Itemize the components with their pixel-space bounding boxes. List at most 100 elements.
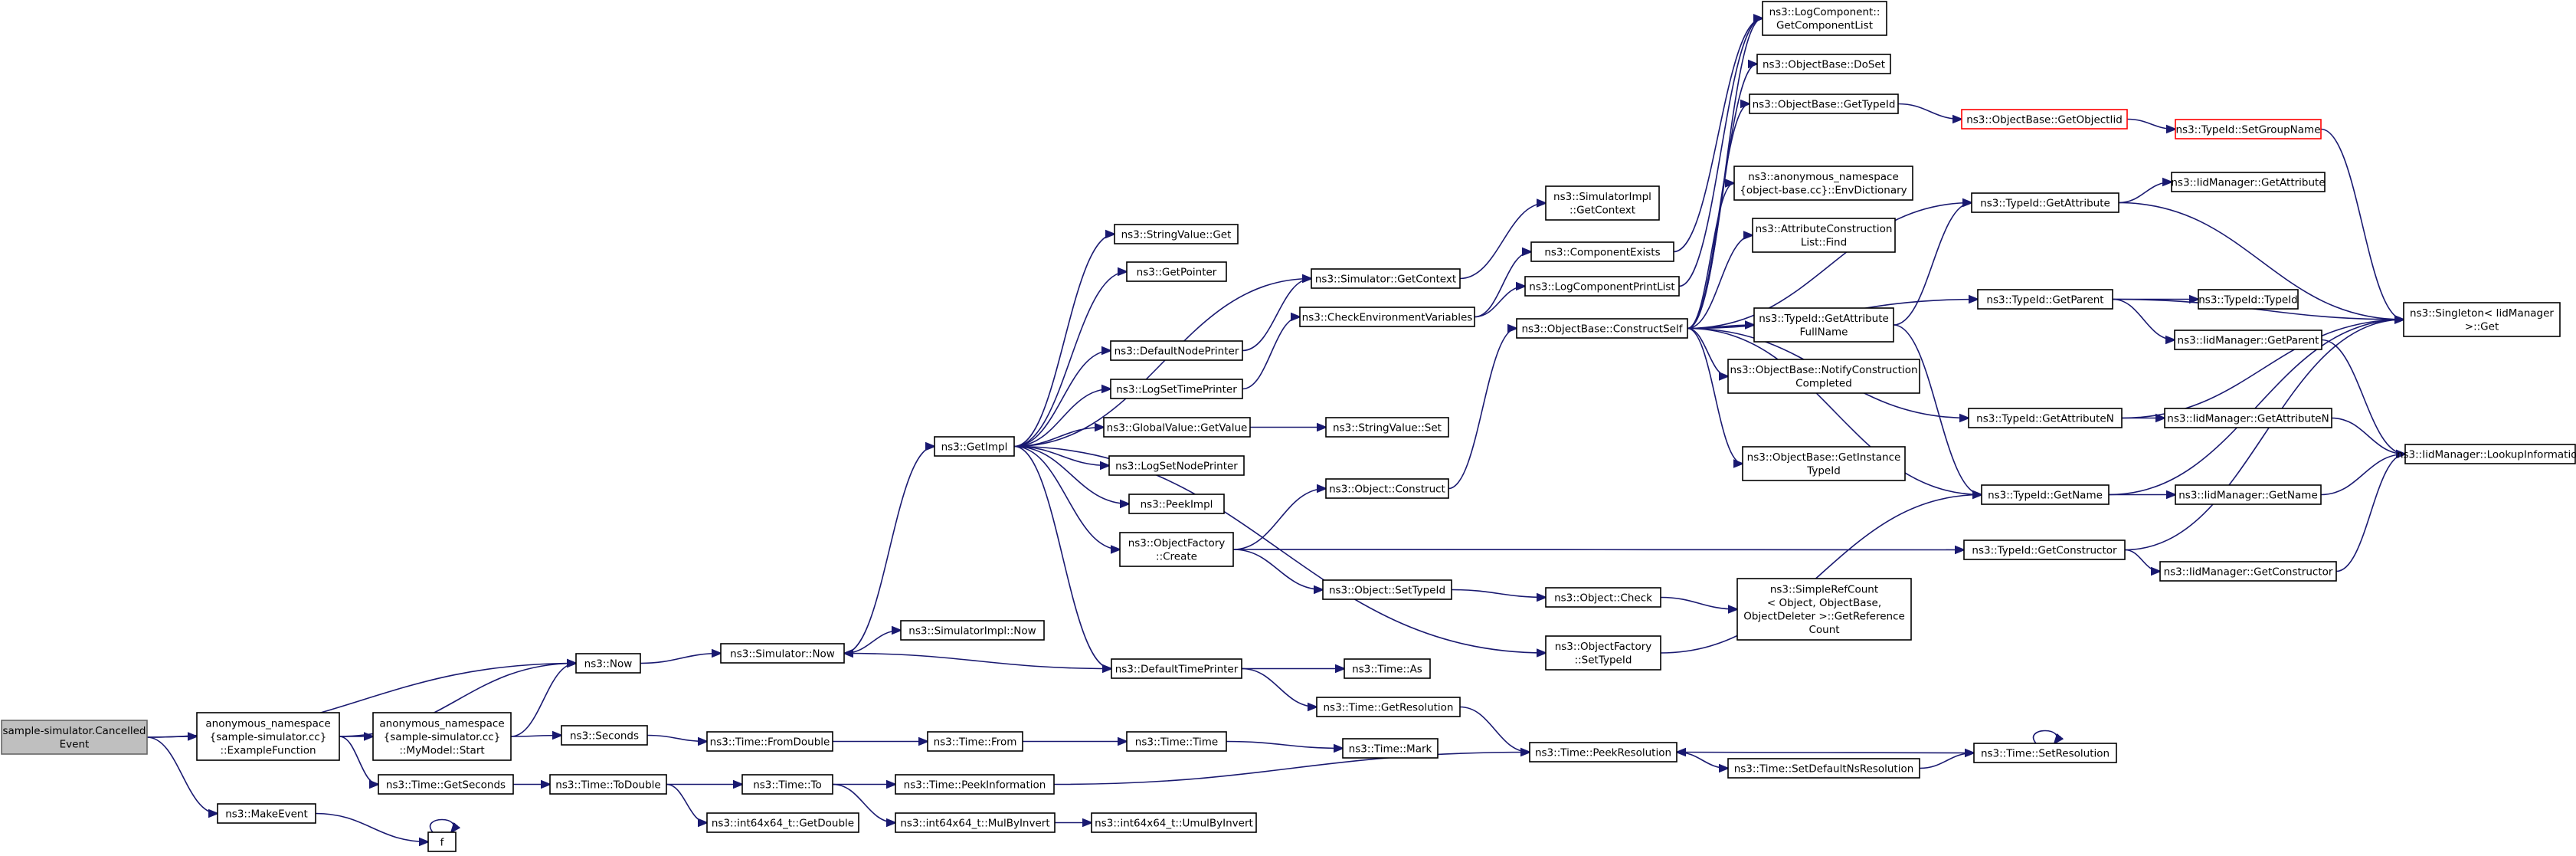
node-tidtypeid[interactable]: ns3::TypeId::TypeId xyxy=(2198,289,2299,310)
node-getpointer[interactable]: ns3::GetPointer xyxy=(1126,261,1227,282)
node-tgs[interactable]: ns3::Time::GetSeconds xyxy=(378,774,514,795)
node-box xyxy=(895,812,1056,833)
node-objconstruct[interactable]: ns3::Object::Construct xyxy=(1325,478,1449,499)
node-label: ns3::AttributeConstruction xyxy=(1756,223,1893,235)
node-label: ns3::TypeId::GetConstructor xyxy=(1972,544,2117,556)
node-ofsettypeid[interactable]: ns3::ObjectFactory::SetTypeId xyxy=(1545,635,1661,671)
edge-peekres-to-setdefaultns xyxy=(1676,751,1728,769)
node-from[interactable]: ns3::Time::From xyxy=(927,731,1023,752)
node-getimpl[interactable]: ns3::GetImpl xyxy=(934,436,1015,457)
node-getdouble[interactable]: ns3::int64x64_t::GetDouble xyxy=(706,812,859,833)
node-iidgetparent[interactable]: ns3::IidManager::GetParent xyxy=(2174,330,2322,350)
node-label: ns3::ObjectFactory xyxy=(1555,641,1652,653)
node-fromdouble[interactable]: ns3::Time::FromDouble xyxy=(706,731,833,752)
node-box xyxy=(1530,241,1674,262)
node-tidgetattr[interactable]: ns3::TypeId::GetAttribute xyxy=(1971,192,2119,213)
node-ex[interactable]: anonymous_namespace{sample-simulator.cc}… xyxy=(196,712,340,761)
node-logcompgetlist[interactable]: ns3::LogComponent::GetComponentList xyxy=(1762,1,1887,36)
node-timegetres[interactable]: ns3::Time::GetResolution xyxy=(1316,697,1461,717)
node-getobjectiid[interactable]: ns3::ObjectBase::GetObjectIid xyxy=(1961,109,2128,130)
node-defnodeprinter[interactable]: ns3::DefaultNodePrinter xyxy=(1110,340,1243,361)
node-mark[interactable]: ns3::Time::Mark xyxy=(1342,738,1439,759)
node-tidgetparent[interactable]: ns3::TypeId::GetParent xyxy=(1977,289,2113,310)
edge-constructself-to-tidgetname xyxy=(1687,327,1982,495)
node-timetime[interactable]: ns3::Time::Time xyxy=(1126,731,1227,752)
node-mulbyinv[interactable]: ns3::int64x64_t::MulByInvert xyxy=(895,812,1056,833)
node-simimplgetctx[interactable]: ns3::SimulatorImpl::GetContext xyxy=(1545,185,1660,221)
node-f[interactable]: f xyxy=(427,831,457,852)
node-constructself[interactable]: ns3::ObjectBase::ConstructSelf xyxy=(1516,318,1688,339)
node-now[interactable]: ns3::Now xyxy=(575,653,641,674)
node-box xyxy=(427,831,457,852)
edge-ex-to-tgs xyxy=(339,736,378,785)
node-label: ns3::SimulatorImpl::Now xyxy=(908,625,1036,637)
node-mm[interactable]: anonymous_namespace{sample-simulator.cc}… xyxy=(372,712,512,761)
edge-getimpl-to-deftimeprinter xyxy=(1013,445,1111,669)
node-stringget[interactable]: ns3::StringValue::Get xyxy=(1114,224,1239,244)
node-box xyxy=(741,774,833,795)
node-timeas[interactable]: ns3::Time::As xyxy=(1344,658,1431,679)
node-notifyconstr[interactable]: ns3::ObjectBase::NotifyConstructionCompl… xyxy=(1727,359,1920,394)
node-iidgetattr[interactable]: ns3::IidManager::GetAttribute xyxy=(2171,172,2326,192)
node-setdefaultns[interactable]: ns3::Time::SetDefaultNsResolution xyxy=(1727,758,1920,779)
node-box xyxy=(1971,192,2119,213)
node-deftimeprinter[interactable]: ns3::DefaultTimePrinter xyxy=(1111,658,1242,679)
node-tidgetattrn[interactable]: ns3::TypeId::GetAttributeN xyxy=(1968,408,2123,428)
edge-makeevent-to-f xyxy=(315,812,428,842)
node-simplerefcount[interactable]: ns3::SimpleRefCount< Object, ObjectBase,… xyxy=(1736,578,1912,641)
node-objsettypeid[interactable]: ns3::Object::SetTypeId xyxy=(1322,579,1452,600)
node-envdict[interactable]: ns3::anonymous_namespace{object-base.cc}… xyxy=(1733,166,1913,201)
node-iidgetname[interactable]: ns3::IidManager::GetName xyxy=(2175,484,2322,505)
node-tidgetctor[interactable]: ns3::TypeId::GetConstructor xyxy=(1963,540,2126,560)
node-simnow[interactable]: ns3::Simulator::Now xyxy=(720,643,845,664)
node-secs[interactable]: ns3::Seconds xyxy=(561,725,648,746)
node-box xyxy=(720,643,845,664)
node-todouble[interactable]: ns3::Time::ToDouble xyxy=(549,774,667,795)
node-checkenv[interactable]: ns3::CheckEnvironmentVariables xyxy=(1299,307,1475,327)
node-label: Completed xyxy=(1795,378,1852,390)
node-compexists[interactable]: ns3::ComponentExists xyxy=(1530,241,1674,262)
node-simgetctx[interactable]: ns3::Simulator::GetContext xyxy=(1311,268,1461,289)
edge-tidgetctor-to-iidgetctor xyxy=(2124,549,2160,572)
node-stringset[interactable]: ns3::StringValue::Set xyxy=(1325,417,1449,438)
node-label: ns3::Time::SetResolution xyxy=(1981,747,2110,759)
node-label: ns3::Simulator::GetContext xyxy=(1315,273,1456,285)
node-peekinfo[interactable]: ns3::Time::PeekInformation xyxy=(895,774,1055,795)
edge-simnow-to-getimpl xyxy=(843,447,934,654)
node-tto[interactable]: ns3::Time::To xyxy=(741,774,833,795)
node-logcompprint[interactable]: ns3::LogComponentPrintList xyxy=(1524,276,1680,297)
node-ofcreate[interactable]: ns3::ObjectFactory::Create xyxy=(1119,532,1234,567)
node-label: List::Find xyxy=(1801,237,1847,249)
node-gvgetvalue[interactable]: ns3::GlobalValue::GetValue xyxy=(1103,417,1251,438)
node-lookupinfo[interactable]: ns3::IidManager::LookupInformation xyxy=(2397,444,2576,464)
node-logsetnode[interactable]: ns3::LogSetNodePrinter xyxy=(1108,455,1245,476)
node-makeevent[interactable]: ns3::MakeEvent xyxy=(217,803,316,824)
node-peekimpl[interactable]: ns3::PeekImpl xyxy=(1128,494,1225,514)
node-iidgetattrn[interactable]: ns3::IidManager::GetAttributeN xyxy=(2164,408,2332,428)
node-objbasedoset[interactable]: ns3::ObjectBase::DoSet xyxy=(1756,54,1891,74)
node-iidgetctor[interactable]: ns3::IidManager::GetConstructor xyxy=(2159,561,2337,582)
node-peekres[interactable]: ns3::Time::PeekResolution xyxy=(1529,742,1678,763)
node-label: ns3::Object::SetTypeId xyxy=(1329,584,1445,596)
edge-ofsettypeid-to-tidgetname xyxy=(1660,495,1982,654)
node-box xyxy=(378,774,514,795)
node-objcheck[interactable]: ns3::Object::Check xyxy=(1545,587,1661,608)
node-simimplnow[interactable]: ns3::SimulatorImpl::Now xyxy=(900,620,1045,641)
node-label: ns3::Time::To xyxy=(753,779,822,791)
node-label: ::Create xyxy=(1156,551,1197,563)
node-setgroupname[interactable]: ns3::TypeId::SetGroupName xyxy=(2175,119,2322,139)
node-box xyxy=(1756,54,1891,74)
node-singleton[interactable]: ns3::Singleton< IidManager>::Get xyxy=(2403,302,2561,337)
node-tidgetname[interactable]: ns3::TypeId::GetName xyxy=(1981,484,2110,505)
node-objbasegettypeid[interactable]: ns3::ObjectBase::GetTypeId xyxy=(1749,93,1899,114)
node-umulbyinv[interactable]: ns3::int64x64_t::UmulByInvert xyxy=(1091,812,1257,833)
node-label: {object-base.cc}::EnvDictionary xyxy=(1740,185,1907,197)
node-label: ns3::ObjectFactory xyxy=(1128,537,1226,549)
node-logsettime[interactable]: ns3::LogSetTimePrinter xyxy=(1110,379,1243,399)
node-box xyxy=(1344,658,1431,679)
node-setres[interactable]: ns3::Time::SetResolution xyxy=(1973,743,2117,763)
